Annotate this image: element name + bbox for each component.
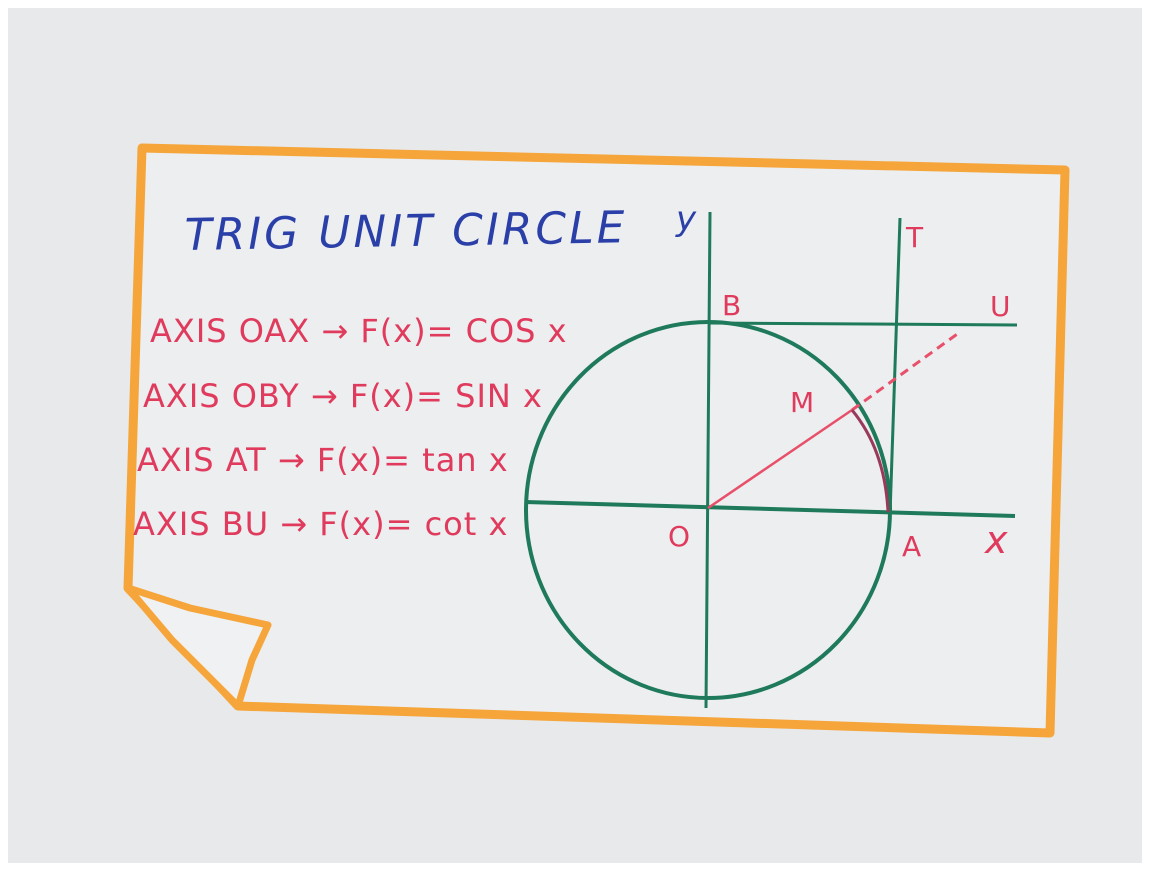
- y-axis-line: [704, 211, 712, 709]
- definition-sin: AXIS OBY → F(x)= SIN x: [143, 377, 543, 415]
- label-a: A: [902, 530, 921, 563]
- tangent-axis-at: [888, 217, 902, 516]
- definition-cos: AXIS OAX → F(x)= COS x: [150, 312, 568, 350]
- title: TRIG UNIT CIRCLE: [184, 202, 628, 261]
- cotangent-axis-bu: [707, 321, 1018, 327]
- x-axis-line: [524, 500, 1016, 518]
- label-u: U: [990, 290, 1011, 323]
- radius-extension: [851, 330, 961, 412]
- note-frame: [123, 143, 1070, 738]
- label-x-axis: x: [984, 518, 1008, 562]
- label-o: O: [668, 520, 690, 553]
- definition-tan: AXIS AT → F(x)= tan x: [137, 441, 509, 479]
- arc-am: [850, 409, 890, 513]
- label-y-axis: y: [675, 199, 697, 239]
- label-m: M: [790, 386, 814, 419]
- label-b: B: [722, 289, 741, 322]
- definition-cot: AXIS BU → F(x)= cot x: [133, 505, 508, 543]
- folded-corner: [124, 584, 272, 710]
- radius-om: [707, 408, 853, 510]
- label-t: T: [905, 221, 924, 254]
